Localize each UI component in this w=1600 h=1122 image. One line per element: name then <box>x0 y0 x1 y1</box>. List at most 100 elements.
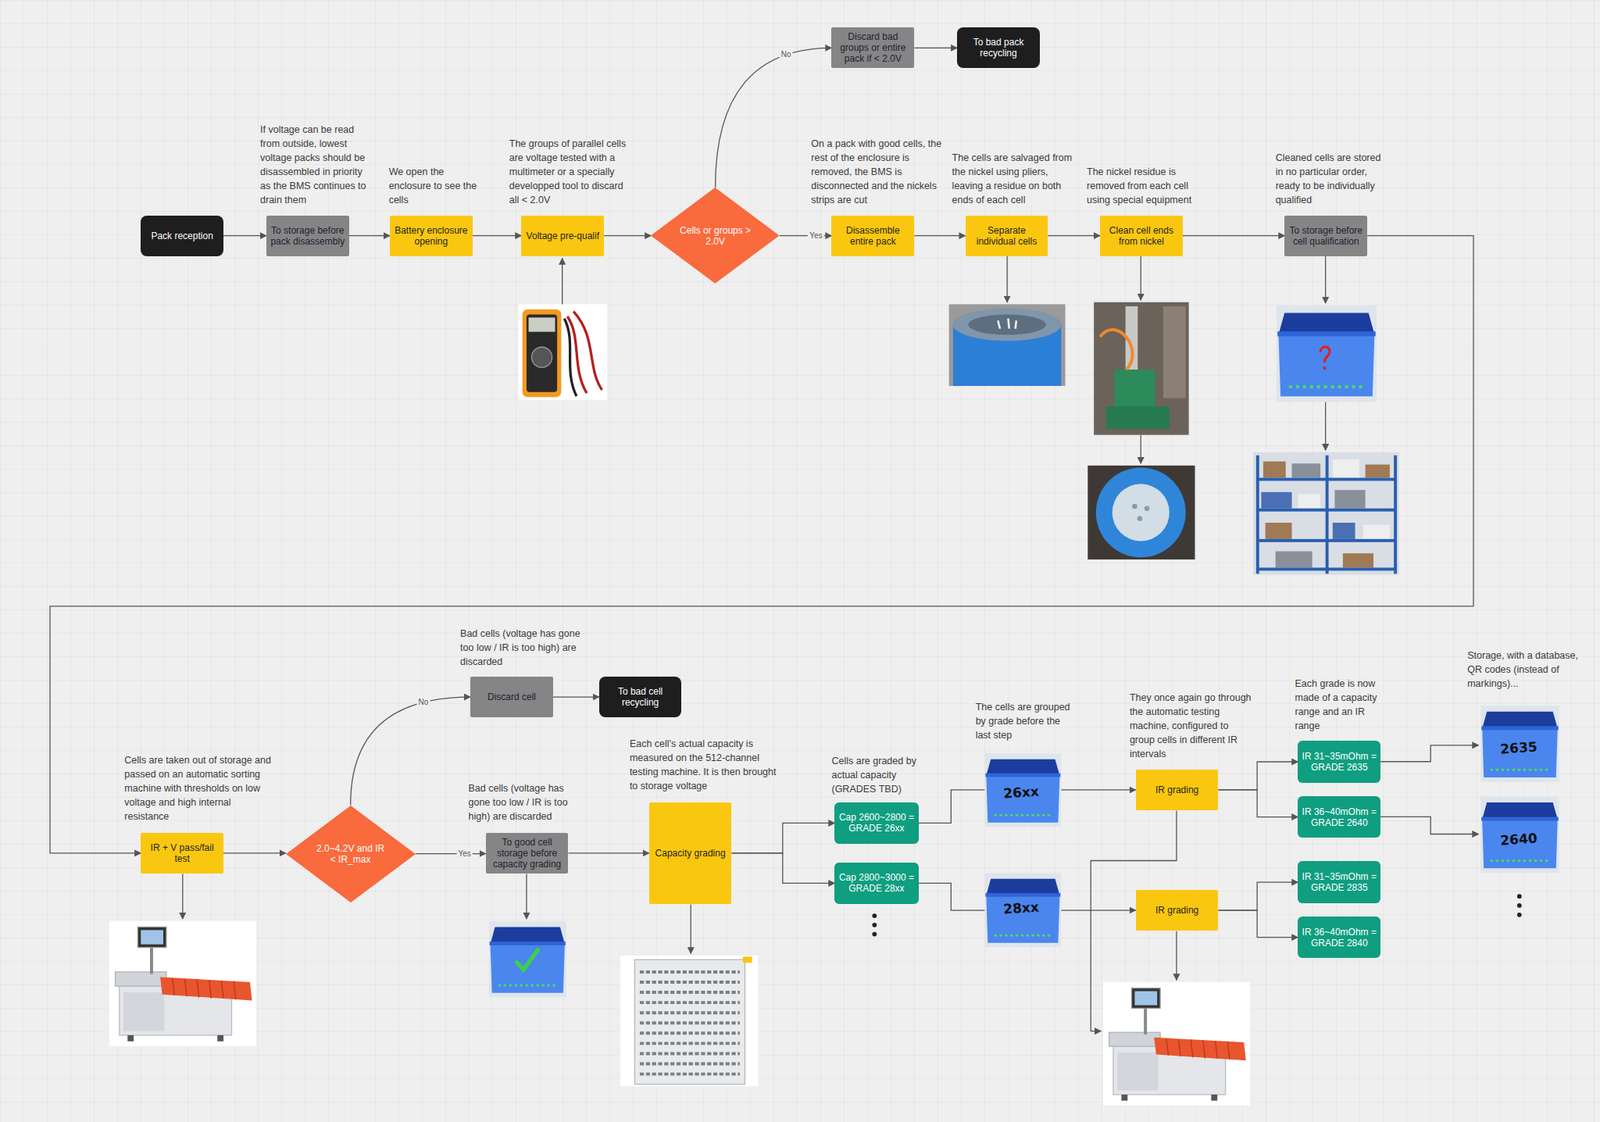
note-text: Cells are taken out of storage and passe… <box>124 753 272 824</box>
process-box: IR grading <box>1135 769 1219 811</box>
note-text: The cells are salvaged from the nickel u… <box>952 150 1073 208</box>
meter-face <box>526 314 558 392</box>
cell-top <box>953 308 1061 342</box>
node-text: Cap 2600~2800 = GRADE 26xx <box>838 811 915 834</box>
channel-row <box>639 1072 740 1076</box>
flow-arrow <box>731 822 835 854</box>
cleaning-machine-photo <box>1093 302 1189 436</box>
leader-arrow <box>1006 256 1008 303</box>
process-box: Clean cell ends from nickel <box>1100 215 1183 257</box>
leader-lines <box>182 256 1479 1032</box>
note-text: If voltage can be read from outside, low… <box>260 122 368 208</box>
flow-arrow <box>731 853 835 884</box>
storage-bin <box>984 872 1061 947</box>
press-base <box>1106 406 1170 429</box>
channel-row <box>639 1041 740 1045</box>
process-box: Separate individual cells <box>965 215 1049 257</box>
leader-arrow <box>182 873 183 918</box>
flow-arrow <box>553 696 600 697</box>
note-text: They once again go through the automatic… <box>1129 690 1253 761</box>
channel-row <box>639 970 740 974</box>
leader-arrow <box>1325 256 1326 304</box>
node-text: To storage before pack disassembly <box>270 225 346 247</box>
cell-photo <box>949 303 1066 386</box>
node-text: Capacity grading <box>655 847 726 859</box>
flow-arrow <box>415 853 486 854</box>
grade-box: Cap 2600~2800 = GRADE 26xx <box>834 802 918 845</box>
photo-ground <box>620 955 758 1086</box>
photo-ground <box>518 303 608 400</box>
leader-arrow <box>1325 402 1326 450</box>
leader-arrow <box>1140 256 1142 300</box>
node-text: IR grading <box>1155 904 1199 916</box>
flow-arrow <box>349 235 390 236</box>
clean-cell-photo <box>1087 465 1195 560</box>
multimeter-illustration <box>518 303 608 400</box>
storage-bin <box>1276 305 1377 403</box>
terminal-box: To bad pack recycling <box>957 27 1040 68</box>
bin-marking: 28xx <box>1003 899 1040 918</box>
dot <box>871 932 877 937</box>
stored-box <box>1297 493 1321 508</box>
dot <box>871 922 877 928</box>
stored-box <box>1292 463 1322 478</box>
stored-box <box>1332 522 1356 540</box>
node-text: Clean cell ends from nickel <box>1103 225 1179 247</box>
diamond-shape <box>650 187 780 284</box>
node-text: Pack reception <box>150 230 213 242</box>
nickel-residue <box>997 318 1017 329</box>
node-text: Voltage pre-qualif <box>526 230 600 242</box>
meter-screen <box>528 317 556 332</box>
note-text: The nickel residue is removed from each … <box>1086 164 1210 208</box>
cell-terminal <box>1112 483 1170 541</box>
flow-arrow <box>1047 235 1100 236</box>
stored-box <box>1260 492 1292 509</box>
capacity-tester-photo <box>620 955 758 1086</box>
stored-box <box>1332 459 1360 479</box>
channel-row <box>639 1010 740 1015</box>
node-text: IR 36~40mOhm = GRADE 2840 <box>1301 926 1377 949</box>
node-text: IR 31~35mOhm = GRADE 2835 <box>1301 871 1377 893</box>
decision-diamond: Cells or groups > 2.0V <box>650 187 780 284</box>
flow-arrow <box>1217 761 1298 790</box>
storage-box: Discard cell <box>470 676 554 718</box>
weld-mark <box>1132 503 1138 510</box>
shelving-photo <box>1253 452 1400 575</box>
dot <box>1517 912 1522 918</box>
note-text: The groups of parallel cells are voltage… <box>509 136 633 208</box>
stored-box <box>1365 464 1390 479</box>
channel-rows <box>639 971 740 1075</box>
leader-arrow <box>525 873 527 918</box>
flow-arrow <box>472 235 522 236</box>
photo-ground <box>1253 452 1400 575</box>
tester-sticker <box>742 956 753 963</box>
flow-arrow <box>1182 235 1286 236</box>
note-text: We open the enclosure to see the cells <box>389 164 486 208</box>
cell-terminal <box>968 314 1047 335</box>
sorting-machine <box>109 921 257 1047</box>
dot <box>1517 903 1522 908</box>
meter-dial <box>531 346 552 368</box>
process-box: Battery enclosure opening <box>389 215 473 257</box>
node-text: Separate individual cells <box>969 225 1045 247</box>
question-mark-symbol <box>1320 346 1330 370</box>
photo-ground <box>1093 302 1189 436</box>
dot <box>1517 893 1522 899</box>
grade-box: IR 36~40mOhm = GRADE 2640 <box>1297 796 1381 839</box>
channel-row <box>639 980 740 984</box>
sorting-machine <box>1103 982 1250 1106</box>
flow-arrow <box>223 235 267 236</box>
note-text: Each cell's actual capacity is measured … <box>629 736 783 793</box>
node-text: Disassemble entire pack <box>835 225 911 247</box>
cell-wrap <box>1096 467 1186 558</box>
node-text: 2.0~4.2V and IR < IR_max <box>313 842 389 865</box>
channel-row <box>639 1000 740 1004</box>
stored-box <box>1265 522 1293 540</box>
diamond-shape <box>285 805 416 903</box>
note-text: Cells are graded by actual capacity (GRA… <box>831 753 929 797</box>
node-text: To bad cell recycling <box>603 685 679 708</box>
note-text: Bad cells (voltage has gone too low / IR… <box>460 626 583 669</box>
flow-arrow <box>567 852 649 854</box>
node-text: Cap 2800~3000 = GRADE 28xx <box>838 871 915 894</box>
